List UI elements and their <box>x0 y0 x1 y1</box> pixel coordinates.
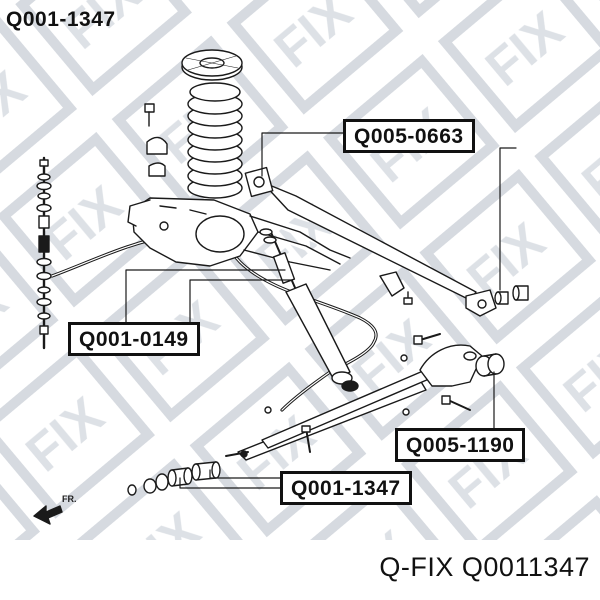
stabilizer-link <box>36 156 52 350</box>
stabilizer-bushing <box>144 103 168 177</box>
lateral-rod-bushings <box>494 285 529 305</box>
arm-bushing <box>475 353 505 377</box>
spring-seat <box>181 49 243 81</box>
bolts <box>264 333 471 453</box>
front-direction-label: FR. <box>62 494 77 504</box>
callout-q005-1190: Q005-1190 <box>395 428 526 462</box>
callout-q005-0663: Q005-0663 <box>343 119 475 153</box>
coil-spring <box>187 82 243 199</box>
callout-q001-0149: Q001-0149 <box>68 322 200 356</box>
lateral-rod <box>244 166 497 317</box>
footer-caption: Q-FIX Q0011347 <box>379 552 590 582</box>
bushing-set <box>127 461 221 496</box>
front-arrow-icon <box>33 505 63 525</box>
page-title: Q001-1347 <box>6 8 116 31</box>
axle-housing <box>127 197 351 271</box>
callout-q001-1347: Q001-1347 <box>280 471 412 505</box>
